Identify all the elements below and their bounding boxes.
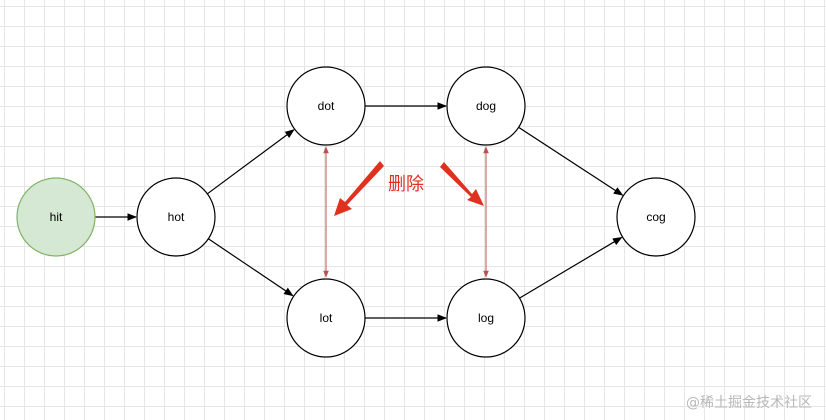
node-lot[interactable]: lot	[286, 278, 366, 358]
delete-annotation: 删除	[388, 174, 424, 195]
node-circle-cog	[616, 177, 696, 257]
node-cog[interactable]: cog	[616, 177, 696, 257]
edge-log-cog	[519, 236, 623, 299]
edge-hot-dot	[206, 129, 295, 195]
node-label-cog: cog	[646, 210, 665, 224]
node-label-lot: lot	[320, 311, 333, 325]
watermark: @稀土掘金技术社区	[686, 395, 812, 411]
node-label-log: log	[478, 311, 494, 325]
node-circle-dog	[446, 66, 526, 146]
node-label-dog: dog	[476, 99, 496, 113]
node-log[interactable]: log	[446, 278, 526, 358]
node-circle-lot	[286, 278, 366, 358]
pointer-arrow-right	[440, 162, 484, 206]
node-hot[interactable]: hot	[136, 177, 216, 257]
edge-hot-lot	[208, 238, 294, 297]
edge-dog-cog	[518, 126, 624, 196]
node-circle-hit	[16, 177, 96, 257]
node-dot[interactable]: dot	[286, 66, 366, 146]
node-label-hot: hot	[168, 210, 185, 224]
node-circle-log	[446, 278, 526, 358]
node-circle-dot	[286, 66, 366, 146]
node-circle-hot	[136, 177, 216, 257]
node-hit[interactable]: hit	[16, 177, 96, 257]
pointer-arrow-left	[334, 161, 384, 216]
node-label-hit: hit	[50, 210, 63, 224]
node-dog[interactable]: dog	[446, 66, 526, 146]
node-label-dot: dot	[318, 99, 335, 113]
